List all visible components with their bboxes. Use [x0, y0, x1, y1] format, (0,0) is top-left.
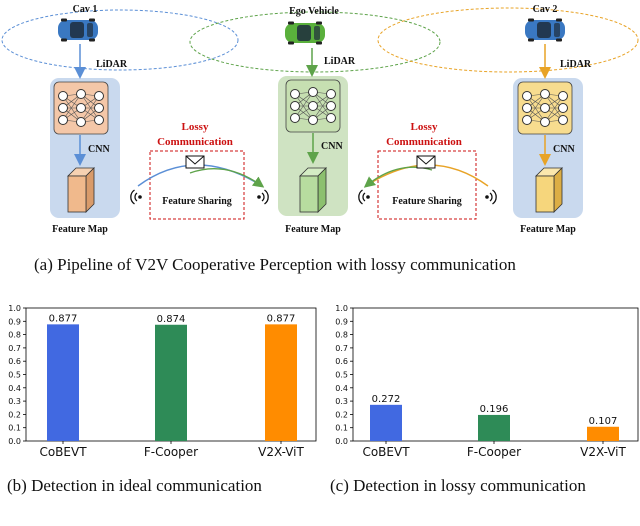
chart-c-ytick-label: 0.5	[335, 371, 348, 380]
chart-c-bar-cobevt	[370, 404, 402, 441]
left-lossy-label-line1: Lossy	[182, 121, 209, 133]
chart-c-ytick-label: 0.3	[335, 397, 348, 406]
cav1-lidar-label: LiDAR	[96, 59, 128, 70]
chart-b-value-label: 0.877	[49, 313, 78, 324]
cav1-cnn-label: CNN	[88, 144, 110, 155]
caption-a: (a) Pipeline of V2V Cooperative Percepti…	[34, 255, 516, 274]
caption-c: (c) Detection in lossy communication	[330, 476, 586, 495]
chart-b-ytick-label: 0.4	[8, 384, 21, 393]
chart-c-value-label: 0.107	[589, 416, 618, 427]
chart-b-category-label: F-Cooper	[144, 445, 198, 459]
left-feature-sharing-label: Feature Sharing	[162, 196, 232, 207]
chart-b-ytick-label: 0.2	[8, 410, 21, 419]
chart-b-ytick-label: 0.7	[8, 344, 21, 353]
chart-c-ytick-label: 0.9	[335, 317, 348, 326]
cav1-feature-map-label: Feature Map	[52, 224, 108, 235]
ego-lidar-label: LiDAR	[324, 56, 356, 67]
cav1-car-icon	[58, 18, 98, 42]
chart-c-ytick-label: 1.0	[335, 304, 348, 313]
chart-b-ytick-label: 0.1	[8, 424, 21, 433]
left-lossy-box	[149, 150, 245, 220]
chart-c-ytick-label: 0.1	[335, 424, 348, 433]
cav2-range-ellipse	[377, 7, 639, 73]
ego-label: Ego Vehicle	[289, 6, 339, 17]
chart-c-category-label: V2X-ViT	[580, 445, 626, 459]
ego-feature-map-icon	[299, 167, 327, 213]
chart-c-ytick-label: 0.6	[335, 357, 348, 366]
right-signal-in-icon	[484, 189, 497, 205]
cav2-cnn-icon	[522, 89, 568, 127]
chart-b-bar-cobevt	[47, 324, 79, 441]
chart-b-bar-f-cooper	[155, 324, 187, 441]
chart-c-ytick-label: 0.4	[335, 384, 348, 393]
right-envelope-icon	[416, 155, 436, 169]
chart-c-value-label: 0.272	[372, 394, 401, 405]
ego-cnn-icon	[290, 87, 336, 125]
right-lossy-box	[377, 150, 477, 220]
chart-c-ytick-label: 0.0	[335, 437, 348, 446]
chart-b-ytick-label: 0.9	[8, 317, 21, 326]
chart-b-ytick-label: 0.3	[8, 397, 21, 406]
chart-b-value-label: 0.877	[267, 313, 296, 324]
chart-c-bar-f-cooper	[478, 414, 510, 441]
chart-c-value-label: 0.196	[480, 404, 509, 415]
cav1-feature-map-icon	[67, 167, 95, 213]
chart-c-ytick-label: 0.7	[335, 344, 348, 353]
chart-b-ytick-label: 1.0	[8, 304, 21, 313]
cav2-car-icon	[525, 18, 565, 42]
chart-b-ytick-label: 0.0	[8, 437, 21, 446]
ego-car-icon	[285, 21, 325, 45]
cav2-feature-map-icon	[535, 167, 563, 213]
chart-c-ytick-label: 0.8	[335, 331, 348, 340]
left-envelope-icon	[185, 155, 205, 169]
right-lossy-label-line1: Lossy	[411, 121, 438, 133]
left-lossy-label-line2: Communication	[157, 136, 233, 148]
cav2-label: Cav 2	[533, 4, 558, 15]
chart-b-value-label: 0.874	[157, 314, 186, 325]
chart-b-category-label: CoBEVT	[39, 445, 87, 459]
chart-c-ytick-label: 0.2	[335, 410, 348, 419]
cav2-feature-map-label: Feature Map	[520, 224, 576, 235]
chart-c-category-label: F-Cooper	[467, 445, 521, 459]
right-feature-sharing-label: Feature Sharing	[392, 196, 462, 207]
ego-cnn-label: CNN	[321, 141, 343, 152]
left-signal-out-icon	[130, 189, 143, 205]
right-signal-out-icon	[358, 189, 371, 205]
cav1-cnn-icon	[58, 89, 104, 127]
ego-range-ellipse	[189, 11, 441, 73]
chart-b-category-label: V2X-ViT	[258, 445, 304, 459]
chart-b: 0.0 0.1 0.2 0.3 0.4 0.5 0.6 0.7 0.8 0.9 1.0 0.877Co…	[8, 304, 317, 459]
cav2-lidar-label: LiDAR	[560, 59, 592, 70]
chart-b-ytick-label: 0.6	[8, 357, 21, 366]
chart-c-category-label: CoBEVT	[362, 445, 410, 459]
chart-c: 0.0 0.1 0.2 0.3 0.4 0.5 0.6 0.7 0.8 0.9 1.0 0.272Co…	[335, 304, 639, 459]
chart-c-bar-v2x-vit	[587, 426, 619, 441]
cav1-range-ellipse	[1, 9, 239, 71]
caption-b: (b) Detection in ideal communication	[7, 476, 262, 495]
left-signal-in-icon	[256, 189, 269, 205]
chart-b-ytick-label: 0.5	[8, 371, 21, 380]
ego-feature-map-label: Feature Map	[285, 224, 341, 235]
chart-b-bar-v2x-vit	[265, 324, 297, 441]
cav2-cnn-label: CNN	[553, 144, 575, 155]
cav1-label: Cav 1	[73, 4, 98, 15]
chart-b-ytick-label: 0.8	[8, 331, 21, 340]
right-lossy-label-line2: Communication	[386, 136, 462, 148]
